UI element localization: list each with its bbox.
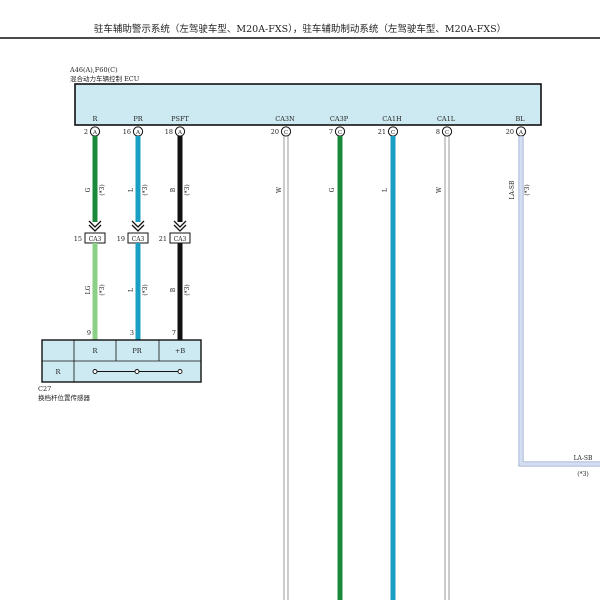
sensor-header-b: +B [175, 347, 185, 355]
ecu-terminal-pr: 16 A [123, 126, 144, 137]
ecu-terminal-ca1h: 21 C [378, 126, 399, 137]
junction-code: CA3 [174, 236, 187, 243]
wire-code: W [436, 186, 443, 193]
diagram-title: 驻车辅助警示系统（左驾驶车型、M20A-FXS），驻车辅助制动系统（左驾驶车型、… [94, 23, 506, 35]
ecu-pin-num: 8 [436, 128, 440, 136]
ecu-pin-labels: R PR PSFT CA3N CA3P CA1H CA1L BL [93, 115, 526, 123]
sensor-pin-num: 7 [172, 329, 176, 337]
ecu-terminal-ca1l: 8 C [436, 126, 453, 137]
ecu-box [74, 83, 542, 126]
continuity-dot [177, 369, 183, 374]
ecu-pin-terminals: 2 A 16 A 18 A 20 C 7 C 21 C [84, 126, 527, 137]
connector-letter: A [135, 130, 141, 136]
ecu-pin-label-ca3n: CA3N [275, 115, 295, 123]
ecu-pin-num: 21 [378, 128, 386, 136]
junction-code: CA3 [132, 236, 145, 243]
sensor-row-label: R [56, 368, 62, 376]
junction-num: 15 [74, 235, 82, 243]
connector-letter: C [284, 130, 288, 136]
sensor-pin-num: 3 [130, 329, 134, 337]
wire-note: (*3) [99, 284, 106, 296]
wire-bl-la-sb [518, 136, 600, 467]
ecu-pin-label-r: R [93, 115, 99, 123]
wire-code: B [170, 187, 177, 192]
connector-circle [280, 126, 292, 137]
ecu-pin-num: 16 [123, 128, 131, 136]
wire-note: (*3) [142, 184, 149, 196]
wire-code: W [276, 186, 283, 193]
chevron-down-icon [88, 220, 102, 232]
ecu-pin-label-psft: PSFT [171, 115, 189, 123]
wire-code: L [128, 188, 135, 192]
connector-letter: C [391, 130, 395, 136]
ecu-pin-num: 20 [271, 128, 279, 136]
sensor-pin-nums: 9 3 7 [87, 329, 176, 337]
ecu-terminal-r: 2 A [84, 126, 101, 137]
sensor-code: C27 [38, 385, 51, 393]
sensor-box: R PR +B R [41, 339, 202, 383]
upper-wire-labels: G (*3) L (*3) B (*3) W G L W LA-SB (*3) [85, 180, 531, 199]
continuity-dot [92, 369, 98, 374]
ecu-pin-label-pr: PR [133, 115, 143, 123]
wire-note: (*3) [524, 184, 531, 196]
wire-ca3n-white [283, 136, 289, 600]
wire-code: LA-SB [509, 180, 516, 199]
wire-code: G [85, 187, 92, 192]
bl-wire-right-code: LA-SB [574, 455, 593, 462]
ecu-terminal-ca3n: 20 C [271, 126, 292, 137]
ecu-terminal-ca3p: 7 C [329, 126, 346, 137]
ecu-terminal-psft: 18 A [165, 126, 186, 137]
wire-ca1l-white [444, 136, 450, 600]
wire-note: (*3) [99, 184, 106, 196]
wire-code: B [170, 287, 177, 292]
ecu-pin-num: 20 [506, 128, 514, 136]
ecu-pin-label-ca1h: CA1H [382, 115, 402, 123]
chevron-down-icon [131, 220, 145, 232]
connector-letter: C [338, 130, 342, 136]
sensor-header-r: R [93, 347, 99, 355]
junction-connectors: 15 CA3 19 CA3 21 CA3 [74, 232, 191, 244]
wire-code: L [382, 188, 389, 192]
ecu-code: A46(A),F60(C) [69, 66, 118, 74]
wire-core [520, 136, 600, 465]
wire-note: (*3) [184, 284, 191, 296]
chevron-down-icon [173, 220, 187, 232]
upper-wires [92, 136, 600, 600]
connector-letter: A [177, 130, 183, 136]
connector-letter: C [445, 130, 449, 136]
connector-letter: A [92, 130, 98, 136]
junction-code: CA3 [89, 236, 102, 243]
ecu-name: 混合动力车辆控制 ECU [70, 74, 140, 83]
wire-edge [522, 136, 600, 463]
bl-wire-right-note: (*3) [577, 471, 589, 478]
wire-edge [518, 136, 600, 467]
ecu-terminal-bl: 20 A [506, 126, 527, 137]
ecu-pin-label-ca1l: CA1L [437, 115, 456, 123]
junction-num: 19 [117, 235, 125, 243]
junction-chevrons [88, 220, 187, 232]
continuity-dot [134, 369, 140, 374]
sensor-pin-num: 9 [87, 329, 91, 337]
ecu-pin-num: 2 [84, 128, 88, 136]
sensor-name: 换档杆位置传感器 [38, 393, 91, 402]
wire-code: LG [85, 285, 92, 294]
connector-circle [441, 126, 453, 137]
ecu-pin-label-ca3p: CA3P [330, 115, 349, 123]
wire-code: L [128, 288, 135, 292]
wire-note: (*3) [184, 184, 191, 196]
junction-num: 21 [159, 235, 167, 243]
wire-code: G [329, 187, 336, 192]
wire-note: (*3) [142, 284, 149, 296]
ecu-pin-num: 18 [165, 128, 173, 136]
sensor-header-pr: PR [132, 347, 142, 355]
lower-wire-labels: LG (*3) L (*3) B (*3) [85, 284, 191, 296]
lower-wires [92, 243, 183, 340]
connector-letter: A [518, 130, 524, 136]
ecu-pin-label-bl: BL [515, 115, 525, 123]
ecu-pin-num: 7 [329, 128, 333, 136]
